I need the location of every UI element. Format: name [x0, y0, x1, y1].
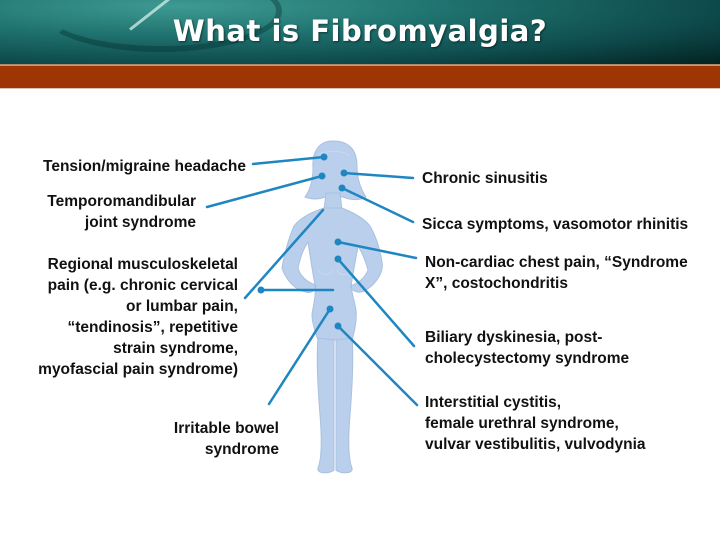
- dot-chest: [334, 238, 342, 246]
- dot-ibs: [326, 305, 334, 313]
- dot-sinusitis: [340, 169, 348, 177]
- accent-band: [0, 65, 720, 89]
- connector-chest: [336, 240, 418, 260]
- dot-biliary: [334, 255, 342, 263]
- connector-sicca: [340, 186, 415, 224]
- connector-sinusitis: [342, 171, 415, 180]
- dot-sicca: [338, 184, 346, 192]
- connector-headache: [251, 155, 326, 166]
- label-chest-pain: Non-cardiac chest pain, “Syndrome X”, co…: [425, 254, 688, 292]
- band-divider: [0, 88, 720, 89]
- label-regional-pain: Regional musculoskeletal pain (e.g. chro…: [38, 256, 238, 378]
- connector-biliary: [336, 257, 416, 348]
- slide-title: What is Fibromyalgia?: [172, 14, 548, 48]
- label-ibs: Irritable bowel syndrome: [173, 420, 279, 458]
- connector-ibs: [267, 307, 332, 406]
- connector-regional-diagonal: [243, 208, 325, 300]
- label-cystitis: Interstitial cystitis, female urethral s…: [425, 394, 646, 453]
- dot-regional: [257, 286, 265, 294]
- connector-tmj: [205, 174, 324, 209]
- dot-cystitis: [334, 322, 342, 330]
- label-sicca: Sicca symptoms, vasomotor rhinitis: [422, 216, 689, 233]
- label-headache: Tension/migraine headache: [43, 158, 246, 175]
- label-tmj: Temporomandibular joint syndrome: [47, 193, 196, 231]
- dot-headache: [320, 153, 328, 161]
- female-body-icon: [281, 140, 383, 474]
- label-sinusitis: Chronic sinusitis: [422, 170, 548, 187]
- title-header: What is Fibromyalgia?: [0, 0, 720, 65]
- label-biliary: Biliary dyskinesia, post- cholecystectom…: [425, 329, 630, 367]
- dot-tmj: [318, 172, 326, 180]
- connector-cystitis: [336, 324, 419, 407]
- header-divider: [0, 64, 720, 65]
